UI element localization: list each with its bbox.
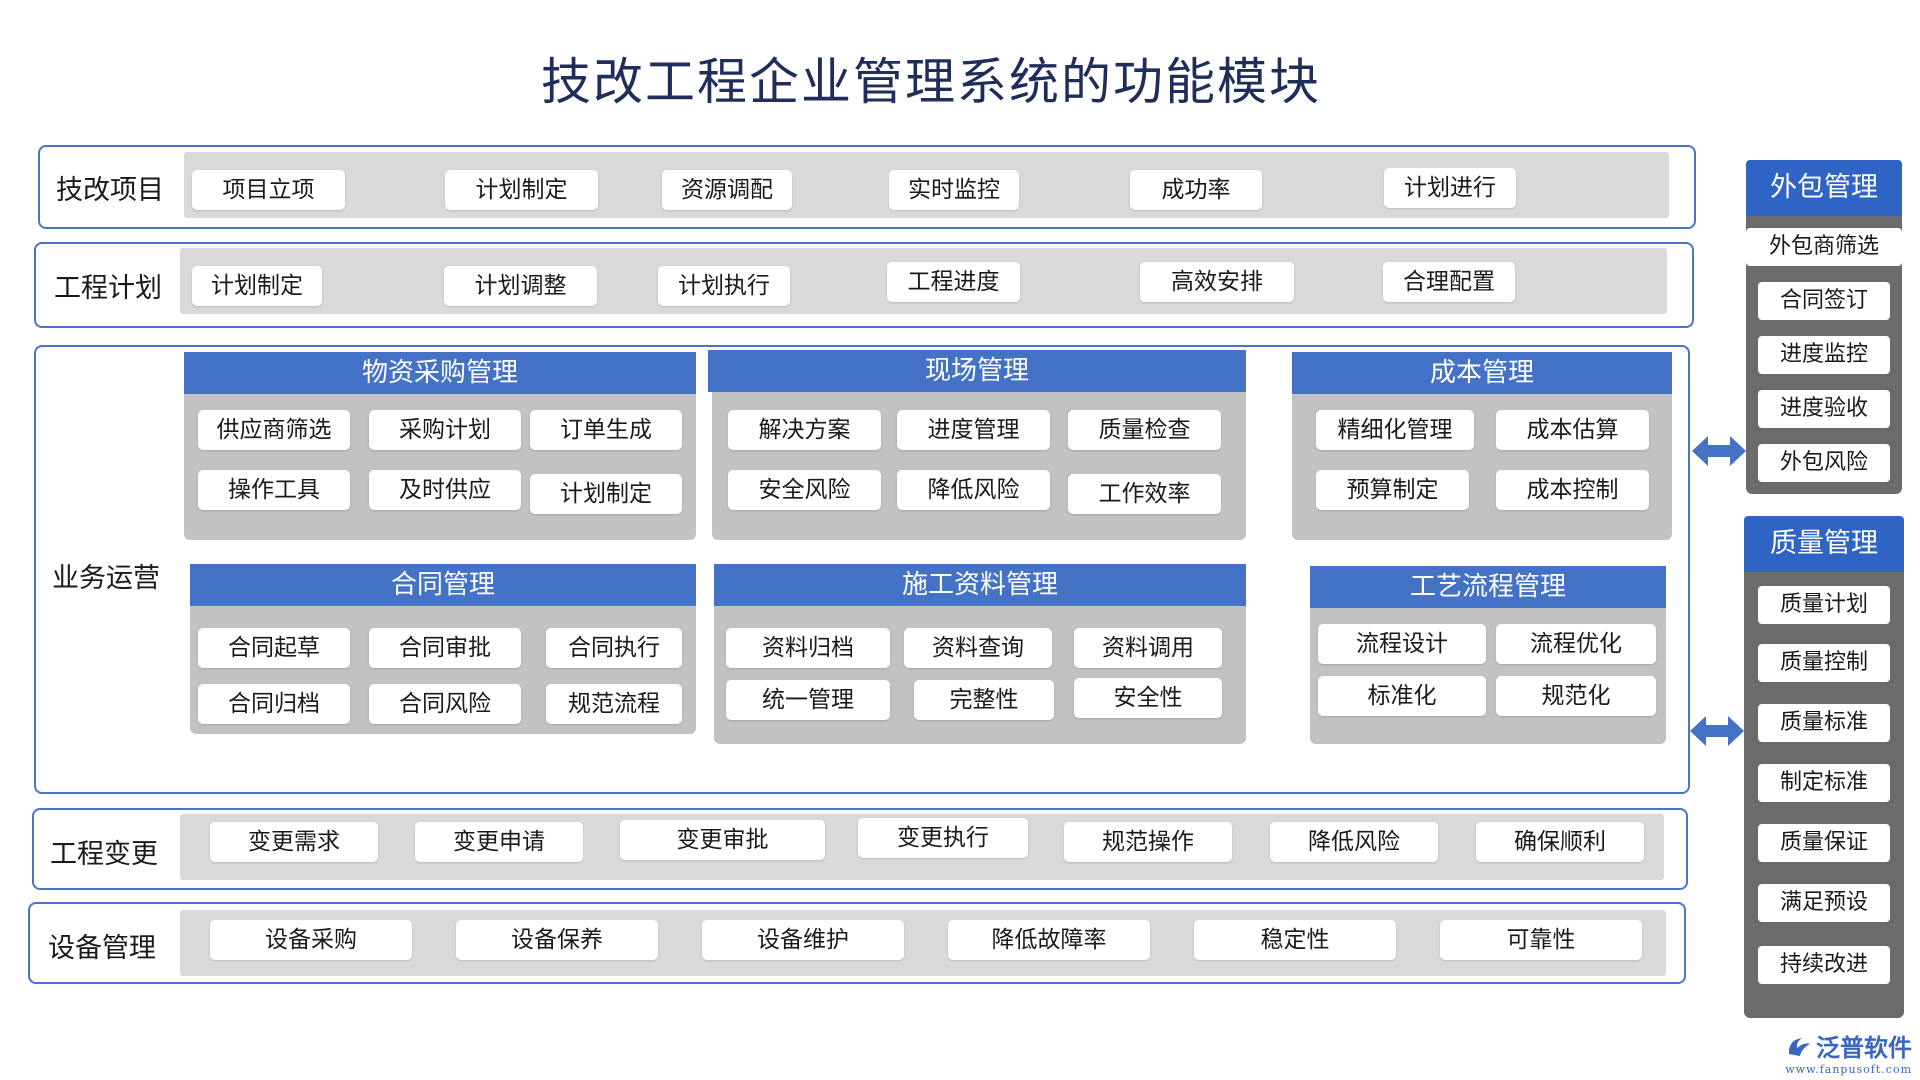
module-contract-item: 合同执行 — [546, 628, 682, 668]
row-change-item: 变更申请 — [415, 822, 583, 862]
row-change-item: 确保顺利 — [1476, 822, 1644, 862]
row-equipment-label: 设备管理 — [48, 933, 156, 964]
module-process-item: 流程设计 — [1318, 624, 1486, 664]
module-site-item: 进度管理 — [897, 410, 1050, 450]
row-equipment-item: 可靠性 — [1440, 920, 1642, 960]
row-equipment-item: 降低故障率 — [948, 920, 1150, 960]
module-construction-docs-item: 资料查询 — [904, 628, 1052, 668]
module-construction-docs-item: 安全性 — [1074, 678, 1222, 718]
double-arrow-icon — [1692, 436, 1746, 466]
module-site-item: 工作效率 — [1068, 474, 1221, 514]
module-construction-docs-item: 完整性 — [914, 680, 1054, 720]
logo-icon — [1788, 1037, 1810, 1056]
module-site-title: 现场管理 — [708, 350, 1246, 392]
module-contract-item: 合同起草 — [198, 628, 350, 668]
row-plan-item: 计划制定 — [192, 266, 322, 306]
module-process-item: 标准化 — [1318, 676, 1486, 716]
row-change-item: 变更执行 — [858, 818, 1028, 858]
row-change-item: 规范操作 — [1064, 822, 1232, 862]
side-outsourcing-item: 合同签订 — [1758, 282, 1890, 320]
side-outsourcing-item: 进度监控 — [1758, 336, 1890, 374]
module-construction-docs-item: 资料归档 — [726, 628, 890, 668]
side-quality-item: 质量控制 — [1758, 644, 1890, 682]
module-contract-item: 合同风险 — [369, 684, 521, 724]
row-plan-item: 高效安排 — [1140, 262, 1294, 302]
row-equipment-item: 设备保养 — [456, 920, 658, 960]
side-outsourcing-item: 进度验收 — [1758, 390, 1890, 428]
module-procurement-item: 计划制定 — [530, 474, 682, 514]
row-plan-item: 计划执行 — [658, 266, 790, 306]
module-procurement-item: 订单生成 — [530, 410, 682, 450]
side-quality-item: 满足预设 — [1758, 884, 1890, 922]
module-process-item: 规范化 — [1496, 676, 1656, 716]
module-site-item: 质量检查 — [1068, 410, 1221, 450]
module-procurement-item: 操作工具 — [198, 470, 350, 510]
module-process-title: 工艺流程管理 — [1310, 566, 1666, 608]
module-site-item: 降低风险 — [897, 470, 1050, 510]
module-contract-title: 合同管理 — [190, 564, 696, 606]
side-outsourcing-item: 外包商筛选 — [1746, 228, 1902, 266]
module-cost-item: 预算制定 — [1316, 470, 1469, 510]
module-procurement-item: 采购计划 — [369, 410, 521, 450]
module-construction-docs-item: 统一管理 — [726, 680, 890, 720]
side-quality-item: 质量保证 — [1758, 824, 1890, 862]
module-procurement-title: 物资采购管理 — [184, 352, 696, 394]
row-project-label: 技改项目 — [56, 175, 164, 206]
row-plan-item: 工程进度 — [887, 262, 1020, 302]
module-process-item: 流程优化 — [1496, 624, 1656, 664]
module-procurement-item: 及时供应 — [369, 470, 521, 510]
row-equipment-item: 设备维护 — [702, 920, 904, 960]
logo-text: 泛普软件 — [1816, 1033, 1912, 1062]
row-project-item: 资源调配 — [662, 170, 792, 210]
module-procurement-item: 供应商筛选 — [198, 410, 350, 450]
row-project-item: 项目立项 — [192, 170, 345, 210]
module-construction-docs-title: 施工资料管理 — [714, 564, 1246, 606]
row-change-item: 降低风险 — [1270, 822, 1438, 862]
side-quality-item: 质量计划 — [1758, 586, 1890, 624]
side-quality-item: 持续改进 — [1758, 946, 1890, 984]
operations-label: 业务运营 — [52, 563, 160, 594]
side-quality-item: 质量标准 — [1758, 704, 1890, 742]
row-plan-item: 合理配置 — [1383, 262, 1515, 302]
side-quality-title: 质量管理 — [1744, 516, 1904, 572]
module-site-item: 安全风险 — [728, 470, 881, 510]
row-plan-item: 计划调整 — [444, 266, 597, 306]
logo: 泛普软件 www.fanpusoft.com — [1785, 1028, 1912, 1076]
logo-url: www.fanpusoft.com — [1785, 1063, 1912, 1076]
side-outsourcing-item: 外包风险 — [1758, 444, 1890, 482]
row-project-item: 成功率 — [1130, 170, 1262, 210]
module-site-item: 解决方案 — [728, 410, 881, 450]
double-arrow-icon — [1690, 716, 1744, 746]
row-equipment-band — [180, 910, 1666, 976]
module-cost-item: 成本估算 — [1496, 410, 1649, 450]
side-outsourcing-title: 外包管理 — [1746, 160, 1902, 216]
module-contract-item: 合同归档 — [198, 684, 350, 724]
row-equipment-item: 设备采购 — [210, 920, 412, 960]
module-construction-docs-item: 资料调用 — [1074, 628, 1222, 668]
module-contract-item: 合同审批 — [369, 628, 521, 668]
module-contract-item: 规范流程 — [546, 684, 682, 724]
row-project-item: 计划制定 — [445, 170, 598, 210]
row-change-label: 工程变更 — [50, 839, 158, 870]
module-cost-item: 成本控制 — [1496, 470, 1649, 510]
row-equipment-item: 稳定性 — [1194, 920, 1396, 960]
row-project-item: 实时监控 — [889, 170, 1019, 210]
row-project-item: 计划进行 — [1384, 168, 1516, 208]
side-quality-item: 制定标准 — [1758, 764, 1890, 802]
row-plan-label: 工程计划 — [54, 273, 162, 304]
row-change-item: 变更需求 — [210, 822, 378, 862]
module-cost-item: 精细化管理 — [1316, 410, 1474, 450]
row-change-item: 变更审批 — [620, 820, 825, 860]
module-cost-title: 成本管理 — [1292, 352, 1672, 394]
page-title: 技改工程企业管理系统的功能模块 — [541, 53, 1321, 111]
